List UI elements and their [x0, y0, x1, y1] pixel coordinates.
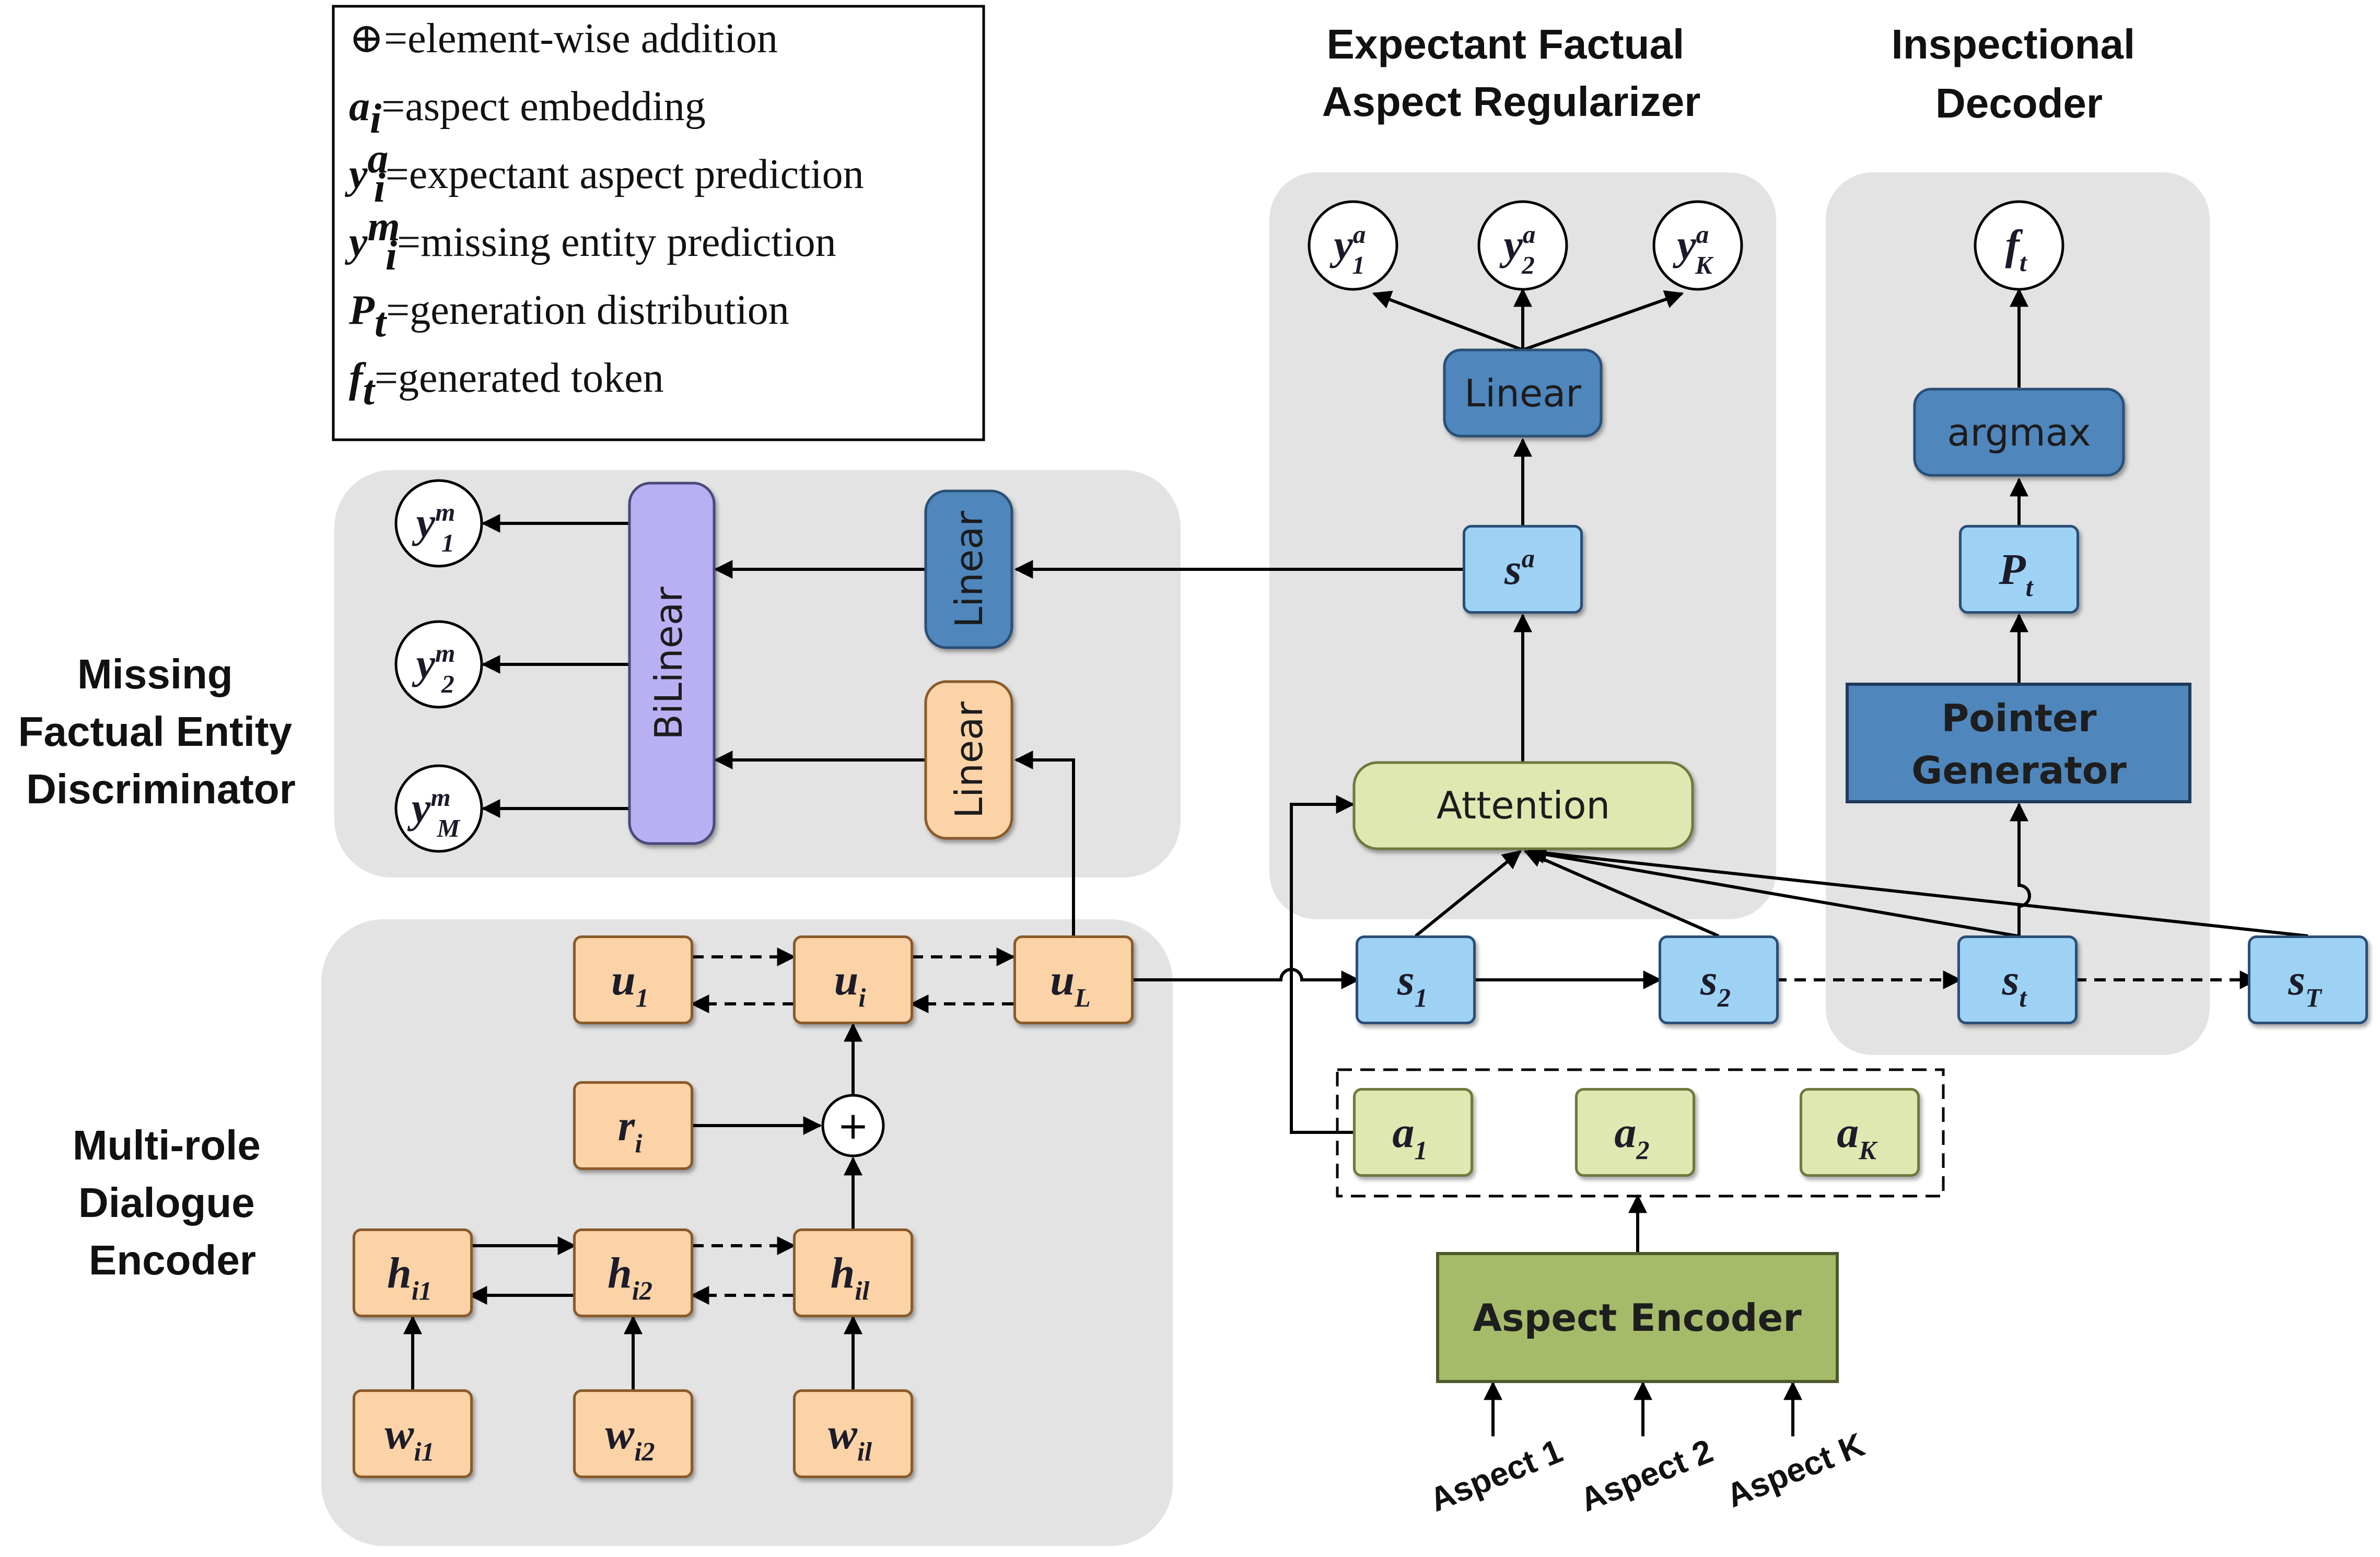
legend-row: ⊕=element-wise addition — [349, 16, 778, 62]
math-label: hi2 — [608, 1249, 652, 1306]
math-label: a1 — [1392, 1108, 1427, 1165]
node-Pt: Pt — [1959, 525, 2079, 614]
svg-text:Generator: Generator — [1911, 748, 2127, 792]
edges — [403, 288, 2308, 1436]
math-label: wi1 — [384, 1410, 434, 1467]
legend-row: Pt=generation distribution — [348, 287, 789, 346]
edge-aspects-to-attention — [1290, 795, 1355, 1134]
svg-text:Linear: Linear — [947, 701, 991, 818]
linear-blue-box: Linear — [924, 489, 1013, 649]
edge-s1-to-attention — [1415, 850, 1522, 938]
node-s1: s1 — [1356, 935, 1476, 1024]
node-st: st — [1957, 935, 2078, 1024]
node-hil: hil — [793, 1228, 913, 1317]
node-hi2: hi2 — [573, 1228, 693, 1317]
bilinear-box: BiLinear — [628, 482, 716, 845]
aspect-embeddings-group — [1336, 1068, 1945, 1198]
node-u1: u1 — [573, 935, 693, 1024]
aspect-encoder-box: Aspect Encoder — [1436, 1252, 1839, 1383]
node-a1: a1 — [1353, 1088, 1473, 1177]
node-ui: ui — [793, 935, 913, 1024]
regularizer-title: Expectant Factual Aspect Regularizer — [1322, 21, 1701, 125]
svg-text:Attention: Attention — [1437, 783, 1610, 827]
legend-row: ft=generated token — [349, 355, 664, 414]
legend-row: ai=aspect embedding — [349, 84, 706, 142]
decoder-title: Inspectional Decoder — [1892, 21, 2147, 126]
edge-linear-to-yKa — [1522, 290, 1684, 352]
math-label: hil — [831, 1249, 870, 1306]
svg-text:BiLinear: BiLinear — [647, 587, 691, 740]
math-label: s1 — [1397, 956, 1428, 1013]
aspect-input-2: Aspect 2 — [1575, 1432, 1718, 1519]
edge-s2-to-attention — [1523, 849, 1720, 938]
svg-text:+: + — [837, 1104, 869, 1148]
math-label: ri — [618, 1102, 643, 1158]
node-uL: uL — [1013, 935, 1134, 1024]
math-label: hi1 — [387, 1249, 432, 1306]
node-sa: sa — [1463, 525, 1583, 614]
math-label: wil — [828, 1410, 872, 1467]
linear-top-box: Linear — [1443, 348, 1603, 438]
math-label: uL — [1050, 956, 1091, 1013]
math-label: st — [2002, 956, 2028, 1013]
aspect-input-K: Aspect K — [1721, 1425, 1870, 1515]
math-label: sT — [2288, 956, 2323, 1013]
discriminator-title: Missing Factual Entity Discriminator — [18, 651, 304, 812]
node-hi1: hi1 — [353, 1228, 473, 1317]
math-label: u1 — [611, 956, 649, 1013]
edge-uL-to-linear-orange — [1014, 751, 1075, 938]
node-wi2: wi2 — [573, 1389, 693, 1478]
node-sT: sT — [2248, 935, 2368, 1024]
legend-box — [332, 5, 985, 441]
math-label: Pt — [1998, 545, 2034, 602]
node-a2: a2 — [1575, 1088, 1695, 1177]
node-ri: ri — [573, 1081, 693, 1170]
pointer-generator-box: Pointer Generator — [1846, 683, 2191, 803]
math-label: aK — [1837, 1108, 1878, 1165]
linear-orange-box: Linear — [924, 680, 1013, 840]
legend: ⊕=element-wise addition ai=aspect embeddi… — [332, 5, 985, 441]
node-wil: wil — [793, 1389, 913, 1478]
node-ft: ft — [1974, 200, 2064, 291]
encoder-panel — [321, 919, 1173, 1546]
math-label: s2 — [1700, 956, 1731, 1013]
math-label: a2 — [1614, 1108, 1649, 1165]
svg-text:argmax: argmax — [1947, 411, 2091, 454]
addition-node: + — [821, 1094, 885, 1157]
math-label: wi2 — [605, 1410, 655, 1467]
svg-text:Pointer: Pointer — [1942, 696, 2097, 740]
edge-st-to-pointer — [2010, 802, 2031, 936]
node-aK: aK — [1800, 1088, 1920, 1177]
math-label: ui — [834, 956, 866, 1013]
svg-text:Linear: Linear — [947, 511, 991, 628]
edge-linear-to-y1a — [1372, 290, 1524, 352]
math-label: sa — [1504, 544, 1535, 594]
edge-sT-to-attention — [1527, 844, 2308, 938]
encoder-title: Multi-role Dialogue Encoder — [73, 1122, 272, 1283]
node-s2: s2 — [1659, 935, 1779, 1024]
attention-box: Attention — [1352, 761, 1694, 850]
svg-text:Linear: Linear — [1464, 371, 1581, 415]
svg-text:Aspect Encoder: Aspect Encoder — [1473, 1296, 1802, 1340]
aspect-input-1: Aspect 1 — [1425, 1432, 1568, 1519]
edge-st-to-attention — [1526, 845, 2018, 938]
argmax-box: argmax — [1913, 388, 2125, 477]
node-wi1: wi1 — [353, 1389, 473, 1478]
